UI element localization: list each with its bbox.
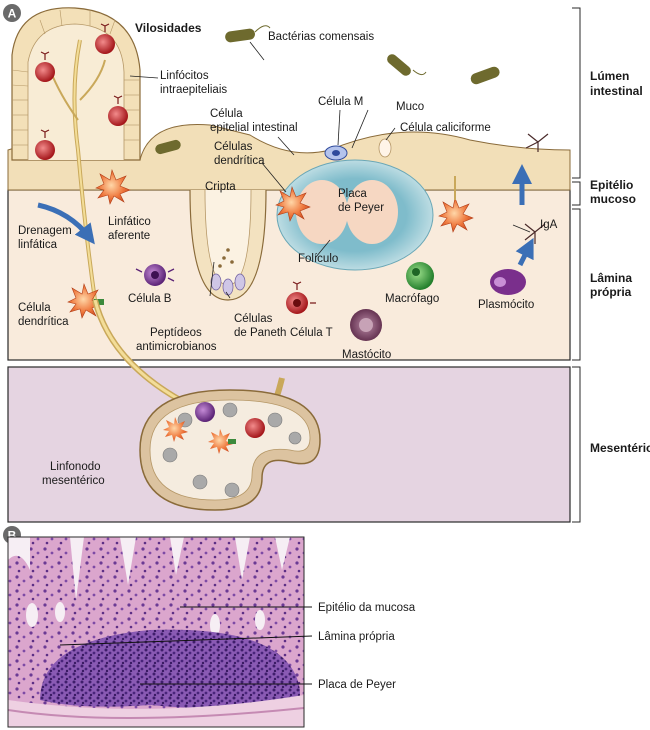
label-iga: IgA [540,219,558,231]
mesenteric-lymph-node [139,389,321,511]
region-mesentery: Mesentério [590,441,650,455]
label-b-cell: Célula B [128,293,172,305]
region-bracket [572,7,581,523]
label-b-peyer: Placa de Peyer [318,679,396,691]
goblet-cell [378,138,392,158]
label-dc-top-1: Células [214,141,253,153]
label-goblet-cell: Célula caliciforme [400,122,491,134]
label-commensal-bacteria: Bactérias comensais [268,31,374,43]
label-drainage-1: Drenagem [18,225,72,237]
region-lumen-1: Lúmen [590,69,629,83]
label-epithelial-cell-2: epitelial intestinal [210,122,298,134]
histology-micrograph [7,537,305,727]
label-peptides-2: antimicrobianos [136,341,217,353]
region-lamina-1: Lâmina [590,271,632,285]
lamina-propria-area [7,189,571,361]
mast-cell [350,309,382,341]
label-peyer-1: Placa [338,188,367,200]
t-cell [286,281,316,314]
label-dc-top-2: dendrítica [214,155,265,167]
label-paneth-2: de Paneth [234,327,286,339]
label-t-cell: Célula T [290,327,333,339]
panel-b-leaders [59,606,313,685]
follicle-right [346,180,398,244]
label-iel-1: Linfócitos [160,70,209,82]
iga-arrow-lower [515,237,534,267]
label-mucus: Muco [396,101,424,113]
label-afferent-2: aferente [108,230,150,242]
panel-a-leaders [129,41,531,299]
macrophage [406,262,434,290]
label-iel-2: intraepiteliais [160,84,227,96]
label-plasma-cell: Plasmócito [478,299,534,311]
follicle-left [296,180,348,244]
antimicrobial-peptide-dots [218,248,234,268]
label-m-cell: Célula M [318,96,363,108]
label-peyer-2: de Peyer [338,202,384,214]
label-dc-left-1: Célula [18,302,51,314]
region-lumen-2: intestinal [590,84,643,98]
label-b-epithelium: Epitélio da mucosa [318,602,416,614]
iga-antibodies [524,133,549,244]
label-dc-left-2: dendrítica [18,316,69,328]
label-epithelial-cell-1: Célula [210,108,243,120]
panel-a: A [3,4,650,523]
label-node-1: Linfonodo [50,461,101,473]
plasma-cell [490,269,526,295]
label-node-2: mesentérico [42,475,105,487]
region-lamina-2: própria [590,285,632,299]
label-afferent-1: Linfático [108,216,151,228]
label-paneth-1: Células [234,313,273,325]
b-cell [135,264,175,286]
label-villi: Vilosidades [135,21,202,35]
label-mast-cell: Mastócito [342,349,391,361]
label-macrophage: Macrófago [385,293,439,305]
region-epithelium-1: Epitélio [590,178,633,192]
label-follicle: Folículo [298,253,338,265]
label-drainage-2: linfática [18,239,58,251]
villus-cells [11,9,140,146]
label-b-lamina: Lâmina própria [318,631,395,643]
dendritic-cells [67,168,474,319]
label-crypt: Cripta [205,181,236,193]
drainage-arrow [37,202,95,245]
panel-b: B Epitélio da mucosa Lâmina própria [3,526,416,728]
region-epithelium-2: mucoso [590,192,636,206]
panel-b-tag: B [8,529,17,543]
panel-a-tag-badge [3,4,21,22]
panel-a-tag: A [8,7,17,21]
label-peptides-1: Peptídeos [150,327,202,339]
peyers-patch [276,159,434,271]
intraepithelial-lymphocytes [35,23,128,160]
paneth-cells [210,273,246,296]
commensal-bacteria [155,25,500,155]
